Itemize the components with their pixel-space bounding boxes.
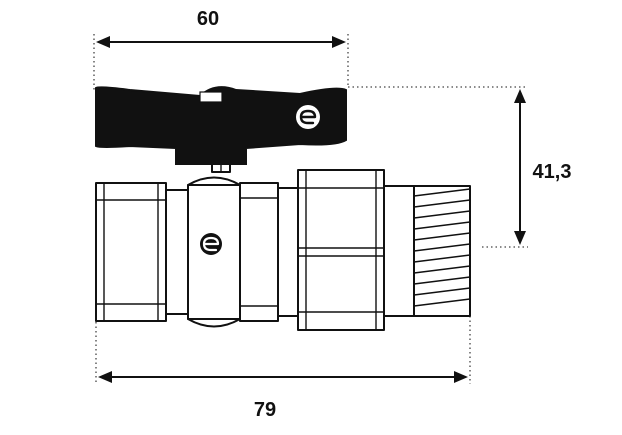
- thread-line: [413, 287, 471, 296]
- left-hex-nut: [95, 182, 167, 322]
- thread-line: [413, 243, 471, 252]
- valve-body: [95, 86, 471, 331]
- dimension-overall-length: 79: [95, 316, 471, 421]
- dimension-handle-width: 60: [93, 8, 349, 92]
- thread-lines: [413, 188, 471, 307]
- thread-line: [413, 265, 471, 274]
- left-neck: [165, 189, 189, 315]
- thread-line: [413, 276, 471, 285]
- thread-line: [413, 232, 471, 241]
- thread-line: [413, 199, 471, 208]
- dimension-label-overall-length: 79: [254, 399, 276, 421]
- thread-line: [413, 254, 471, 263]
- brand-logo-icon: [296, 105, 320, 129]
- butterfly-handle[interactable]: [95, 86, 347, 165]
- thread-line: [413, 210, 471, 219]
- dimension-height: 41,3: [348, 86, 572, 248]
- dimension-label-height: 41,3: [533, 161, 572, 183]
- threaded-male-end: [383, 185, 471, 317]
- thread-line: [413, 221, 471, 230]
- thread-line: [413, 298, 471, 307]
- right-body-shoulder: [239, 182, 299, 322]
- right-hex-nut: [297, 169, 385, 331]
- thread-line: [413, 188, 471, 197]
- ball-housing: [187, 176, 241, 328]
- brand-logo-icon: [200, 233, 222, 255]
- dimension-label-handle-width: 60: [197, 8, 219, 30]
